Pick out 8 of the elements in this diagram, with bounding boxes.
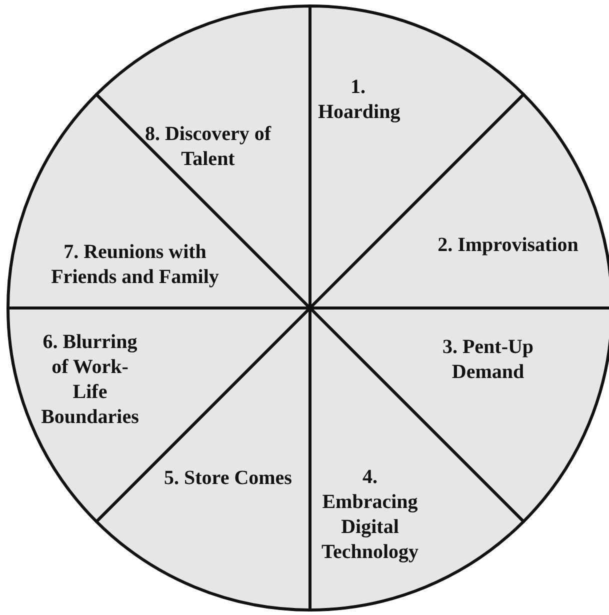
slice-label: 3. Pent-Up Demand [423, 335, 553, 385]
slice-label: 5. Store Comes [153, 466, 303, 490]
slice-label: 7. Reunions with Friends and Family [38, 240, 232, 290]
slice-label: 1. Hoarding [318, 75, 398, 125]
slice-label: 4. Embracing Digital Technology [320, 465, 420, 565]
slice-label: 2. Improvisation [423, 232, 593, 258]
slice-label: 6. Blurring of Work-Life Boundaries [35, 330, 145, 430]
slice-label: 8. Discovery of Talent [144, 122, 272, 172]
